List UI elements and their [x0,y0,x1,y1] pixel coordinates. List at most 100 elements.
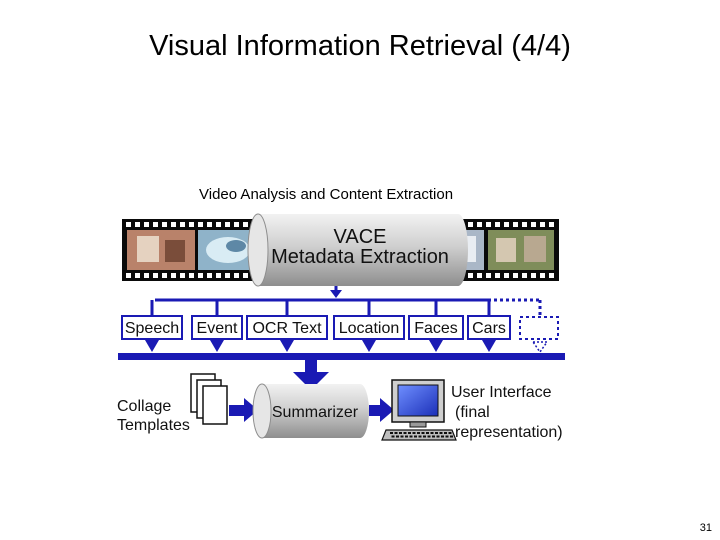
keyboard-key [403,432,407,434]
sprocket-hole [153,273,158,278]
empty-extractor-slot [519,316,559,354]
computer-monitor-icon [381,379,457,441]
keyboard-key [414,435,417,438]
extractor-faces: Faces [408,315,464,340]
extractor-box [121,315,183,340]
sprocket-hole [207,273,212,278]
sprocket-hole [180,222,185,227]
keyboard-key [409,435,413,438]
sprocket-hole [549,222,554,227]
sprocket-hole [477,273,482,278]
keyboard-key [399,432,402,434]
sprocket-hole [216,222,221,227]
film-frame [488,230,554,270]
extractor-box [408,315,464,340]
down-arrow [145,340,159,352]
keyboard-key [412,432,416,434]
sprocket-hole [531,222,536,227]
vace-subtitle: Metadata Extraction [271,246,449,268]
sprocket-hole [234,222,239,227]
down-arrow [429,340,443,352]
sprocket-hole [504,222,509,227]
sprocket-hole [522,273,527,278]
extractor-event: Event [191,315,243,340]
sprocket-hole [189,222,194,227]
sprocket-hole [171,273,176,278]
sprocket-hole [243,273,248,278]
film-frame [127,230,195,270]
keyboard-key [426,432,429,434]
ui-label-line1: User Interface [451,384,552,401]
sprocket-hole [477,222,482,227]
extractor-label: Location [339,320,400,337]
distribution-bus [155,298,542,316]
extractor-label: Speech [125,320,179,337]
sprocket-hole [180,273,185,278]
keyboard-key [408,432,411,434]
vace-cylinder: VACE Metadata Extraction [247,213,468,287]
flow-arrow [369,398,394,422]
keyboard-key [436,435,440,438]
down-arrow [482,340,496,352]
sprocket-hole [135,222,140,227]
keyboard-key [394,432,398,434]
extractor-box [191,315,243,340]
page-number: 31 [699,522,712,534]
extractor-cars: Cars [467,315,511,340]
extractor-label: Cars [472,320,506,337]
sprocket-hole [540,273,545,278]
flow-arrow [293,360,329,390]
sprocket-hole [486,273,491,278]
slide-title: Visual Information Retrieval (4/4) [149,30,571,62]
collage-label-line1: Collage [117,398,171,415]
sprocket-hole [243,222,248,227]
extractor-ocr-text: OCR Text [246,315,328,340]
sprocket-hole [126,273,131,278]
ui-label-line3: representation) [455,424,563,441]
down-arrow [210,340,224,352]
keyboard-key [417,432,420,434]
sprocket-hole [495,273,500,278]
sprocket-hole [126,222,131,227]
extractor-label: Faces [414,320,458,337]
keyboard-key [400,435,404,438]
keyboard-key [435,432,438,434]
extractor-location: Location [333,315,405,340]
sprocket-hole [207,222,212,227]
diagram-caption: Video Analysis and Content Extraction [199,186,454,203]
keyboard-key [418,435,422,438]
sprocket-hole [513,273,518,278]
keyboard-key [427,435,431,438]
sprocket-hole [468,222,473,227]
flow-arrow [330,286,342,298]
sprocket-hole [468,273,473,278]
summarizer-cylinder: Summarizer [252,383,369,439]
sprocket-hole [513,222,518,227]
sprocket-hole [198,273,203,278]
keyboard-key [423,435,426,438]
sprocket-hole [549,273,554,278]
sprocket-hole [234,273,239,278]
vace-title: VACE [334,226,387,248]
keyboard-key [405,435,408,438]
sprocket-hole [135,273,140,278]
collage-label-line2: Templates [117,417,190,434]
sprocket-hole [198,222,203,227]
keyboard-key [445,435,449,438]
keyboard-key [432,435,435,438]
sprocket-hole [225,273,230,278]
flow-arrow [229,398,258,422]
sprocket-hole [504,273,509,278]
keyboard-key [441,435,444,438]
sprocket-hole [486,222,491,227]
collection-bus [118,353,565,360]
sprocket-hole [495,222,500,227]
sprocket-hole [153,222,158,227]
extractor-box [246,315,328,340]
extractor-label: OCR Text [252,320,322,337]
keyboard-key [391,435,395,438]
sprocket-hole [171,222,176,227]
sprocket-hole [216,273,221,278]
sprocket-hole [144,273,149,278]
